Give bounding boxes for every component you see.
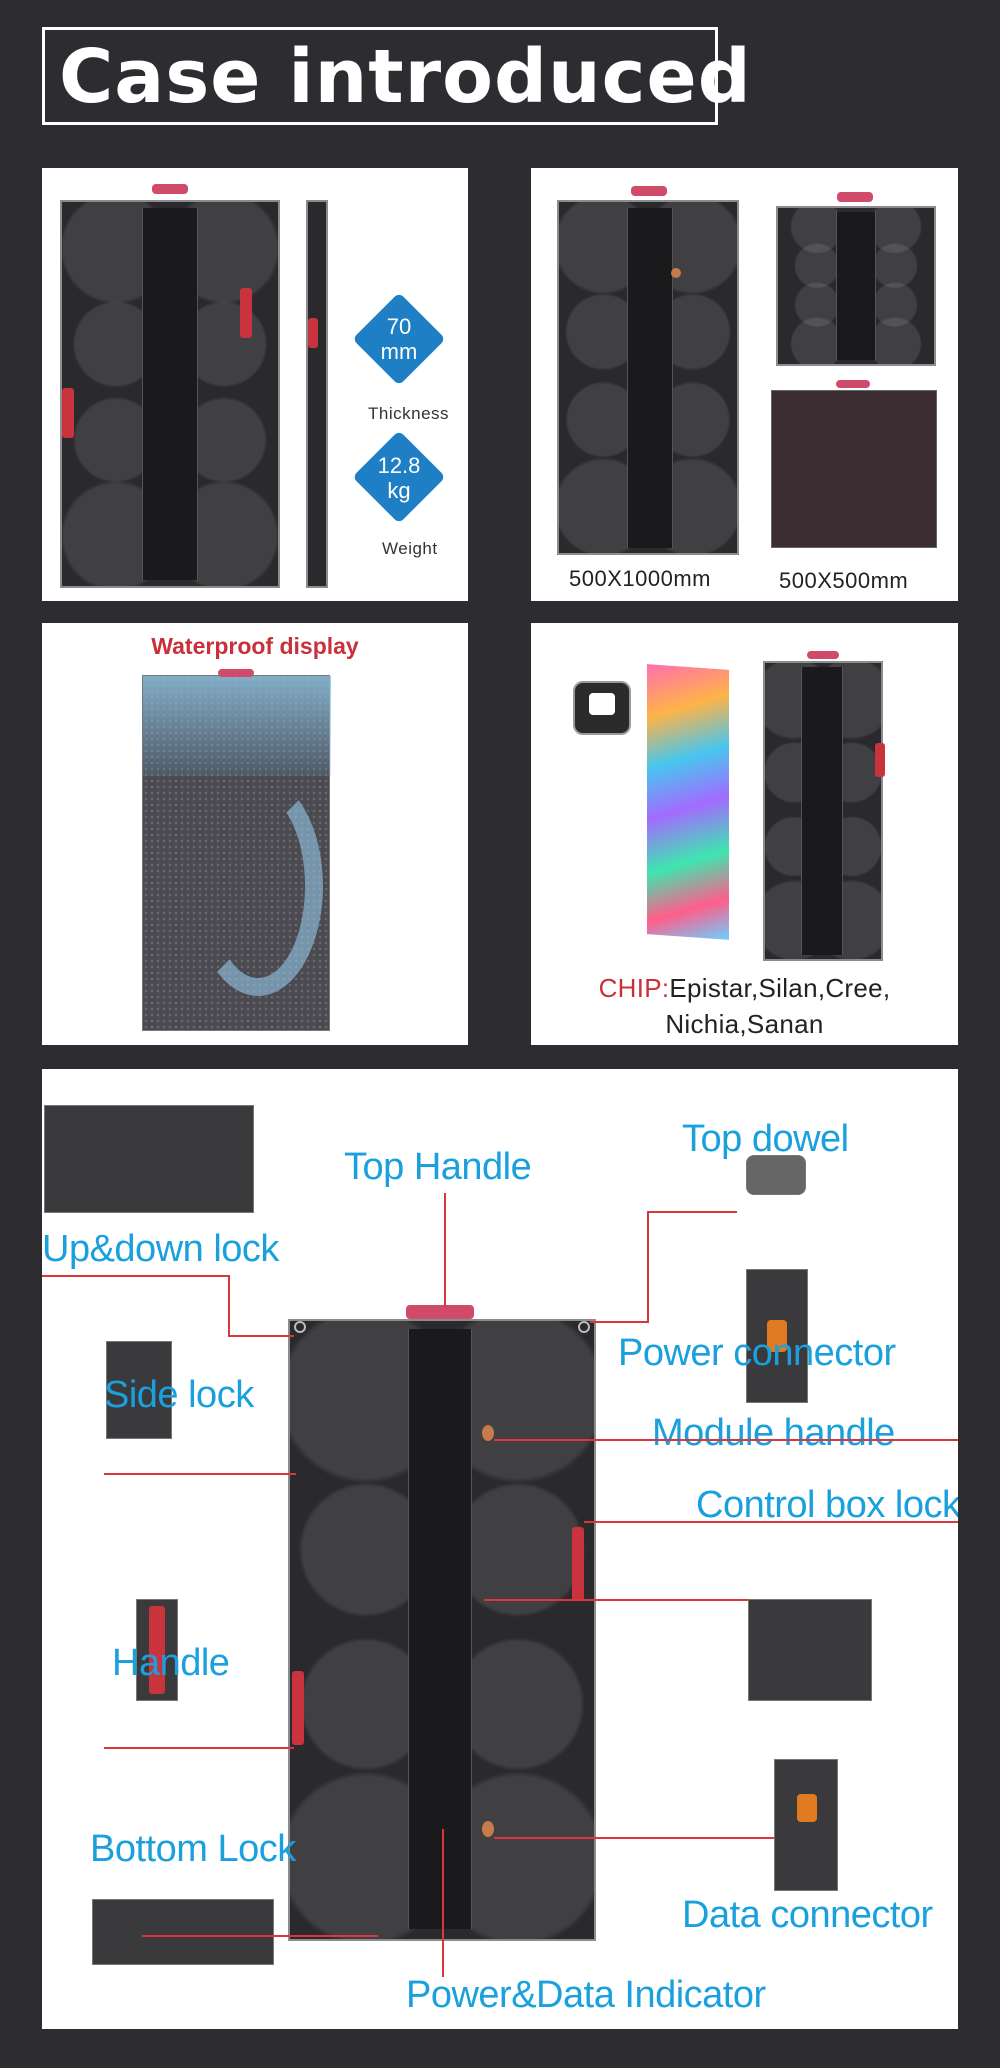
top-handle-graphic <box>836 380 870 388</box>
leader-indicator <box>442 1829 444 1977</box>
side-handle-graphic <box>875 743 885 777</box>
leader-data-connector <box>494 1837 774 1839</box>
module-handle-graphic <box>572 1527 584 1601</box>
chip-line-1: CHIP:Epistar,Silan,Cree, <box>531 973 958 1004</box>
leader-up-down-lock <box>42 1275 228 1277</box>
size-large-label: 500X1000mm <box>569 566 711 591</box>
up-down-lock-photo <box>44 1105 254 1213</box>
connector-graphic <box>671 268 681 278</box>
cabinet-spine <box>836 212 876 360</box>
chip-brands-1: Epistar,Silan,Cree, <box>669 973 891 1003</box>
top-handle-graphic <box>837 192 873 202</box>
callout-indicator: Power&Data Indicator <box>406 1974 766 2016</box>
power-connector-photo <box>746 1269 808 1403</box>
callout-control-box-lock: Control box lock <box>696 1484 958 1526</box>
size-small-label: 500X500mm <box>779 568 909 593</box>
size-card: 500X1000mm 500X500mm <box>531 168 958 601</box>
top-handle-graphic <box>218 669 254 677</box>
dowel-graphic <box>578 1321 590 1333</box>
top-handle-graphic <box>631 186 667 196</box>
thickness-label: Thickness <box>368 404 450 423</box>
callout-data-connector: Data connector <box>682 1894 933 1936</box>
callout-power-connector: Power connector <box>618 1332 896 1374</box>
cabinet-spine <box>801 667 843 955</box>
data-connector-photo <box>774 1759 838 1891</box>
leader-up-down-lock <box>228 1275 230 1337</box>
callout-top-dowel: Top dowel <box>682 1118 849 1160</box>
top-dowel-photo <box>746 1155 806 1195</box>
leader-bottom-lock <box>142 1935 378 1937</box>
dowel-graphic <box>294 1321 306 1333</box>
cabinet-side-image <box>306 200 328 588</box>
leader-side-lock <box>104 1473 296 1475</box>
callout-module-handle: Module handle <box>652 1412 895 1454</box>
top-handle-graphic <box>807 651 839 659</box>
diagram-card: Top Handle Top dowel Up&down lock Power … <box>42 1069 958 2029</box>
cabinet-spine <box>627 208 673 548</box>
callout-bottom-lock: Bottom Lock <box>90 1828 296 1870</box>
callout-top-handle: Top Handle <box>344 1146 532 1188</box>
top-handle-graphic <box>406 1305 474 1319</box>
leader-top-dowel <box>590 1321 648 1323</box>
leader-up-down-lock <box>228 1335 294 1337</box>
weight-label: Weight <box>382 539 438 558</box>
leader-control-box-lock <box>484 1599 748 1601</box>
led-front-colorful <box>647 664 729 940</box>
side-handle-graphic <box>62 388 74 438</box>
leader-power-connector <box>494 1439 958 1441</box>
handle-photo <box>136 1599 178 1701</box>
leader-module-handle <box>584 1521 958 1523</box>
leader-top-dowel <box>647 1211 649 1323</box>
thickness-unit: mm <box>380 339 418 364</box>
callout-up-down-lock: Up&down lock <box>42 1228 279 1270</box>
title-box: Case introduced <box>42 27 751 125</box>
water-swirl <box>193 776 323 996</box>
chip-card: CHIP:Epistar,Silan,Cree, Nichia,Sanan <box>531 623 958 1045</box>
weight-unit: kg <box>387 478 411 503</box>
leader-top-handle <box>444 1193 446 1307</box>
waterproof-card: Waterproof display <box>42 623 468 1045</box>
handle-graphic <box>292 1671 304 1745</box>
waterproof-title: Waterproof display <box>151 633 359 659</box>
cabinet-spine <box>408 1329 472 1929</box>
chip-line-2: Nichia,Sanan <box>665 1009 824 1039</box>
weight-value: 12.8 <box>377 453 421 478</box>
leader-top-dowel <box>647 1211 737 1213</box>
chip-prefix: CHIP: <box>598 973 670 1003</box>
top-handle-graphic <box>152 184 188 194</box>
callout-handle: Handle <box>112 1642 230 1684</box>
water-splash <box>143 676 331 776</box>
spec-card: 70 mm Thickness 12.8 kg Weight <box>42 168 468 601</box>
power-connector-graphic <box>482 1425 494 1441</box>
control-box-lock-photo <box>748 1599 872 1701</box>
side-handle-graphic <box>308 318 318 348</box>
cabinet-spine <box>142 208 198 580</box>
page-title: Case introduced <box>59 34 752 120</box>
waterproof-panel-image <box>142 675 331 1031</box>
cabinet-500-front-image <box>771 390 937 548</box>
side-lock-photo <box>106 1341 172 1439</box>
leader-handle <box>104 1747 294 1749</box>
led-chip-icon <box>573 681 631 735</box>
side-handle-graphic <box>240 288 252 338</box>
data-connector-graphic <box>482 1821 494 1837</box>
bottom-lock-photo <box>92 1899 274 1965</box>
thickness-value: 70 <box>386 314 412 339</box>
callout-side-lock: Side lock <box>104 1374 254 1416</box>
